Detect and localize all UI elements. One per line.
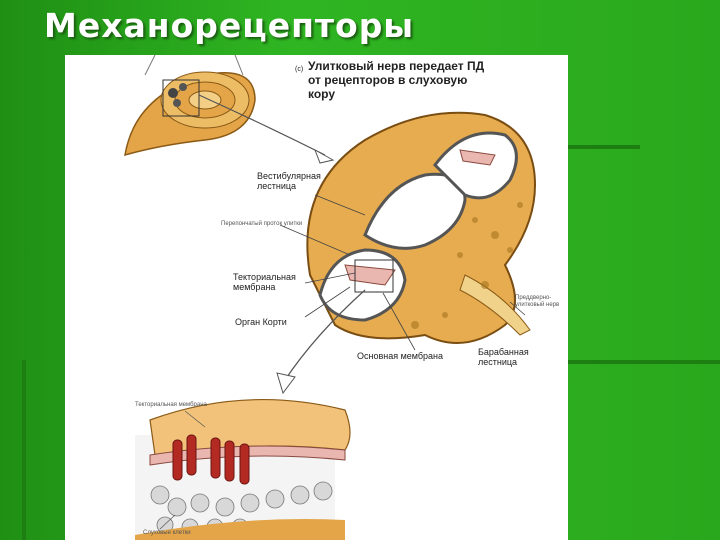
panel-letter: (c)	[295, 66, 304, 73]
detail-arrow	[276, 289, 366, 395]
label-organ-of-corti: Орган Корти	[235, 317, 287, 327]
cochlea-diagram	[124, 55, 537, 540]
leader-lines	[279, 194, 526, 351]
figure-caption: Улитковый нерв передает ПД от рецепторов…	[308, 59, 485, 101]
slide-title: Механорецепторы	[44, 6, 415, 45]
decorative-bar	[568, 145, 640, 149]
decorative-bar	[568, 360, 720, 364]
figure-panel: (c) Улитковый нерв передает ПД от рецепт…	[65, 55, 568, 540]
cochlea-cross-section	[306, 111, 537, 344]
label-tectorial-membrane: Текториальная мембрана	[233, 272, 296, 293]
label-tectorial-membrane-detail: Текториальная мембрана	[135, 402, 207, 408]
cochlea-spiral	[124, 55, 335, 164]
organ-of-corti-detail	[135, 399, 351, 540]
label-hair-cells: Слуховые клетки	[143, 530, 191, 536]
label-basilar-membrane: Основная мембрана	[357, 351, 444, 361]
label-vestibulocochlear-nerve: Преддверно-улитковый нерв	[515, 295, 560, 308]
label-tympanic-scala: Барабанная лестница	[478, 347, 529, 368]
label-vestibular-scala: Вестибулярная лестница	[257, 171, 321, 192]
decorative-bar	[22, 360, 26, 540]
label-cochlear-duct: Перепончатый проток улитки	[221, 221, 303, 227]
